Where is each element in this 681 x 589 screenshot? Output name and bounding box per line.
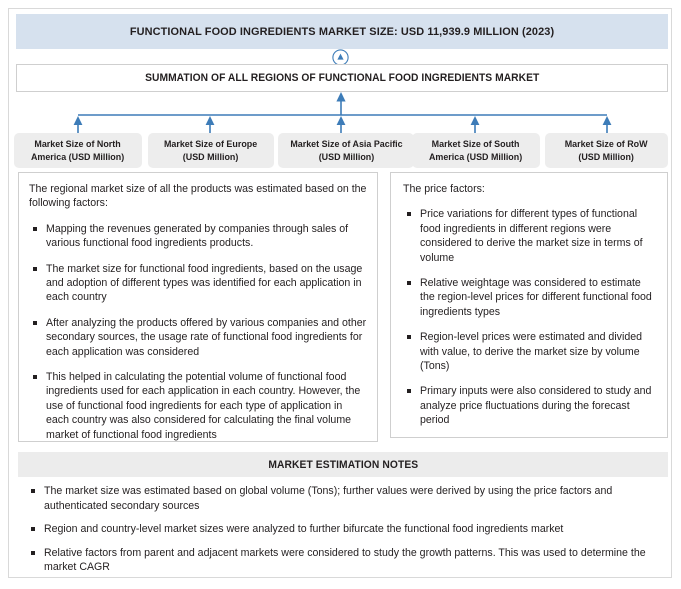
region-box-asia-pacific[interactable]: Market Size of Asia Pacific (USD Million… <box>278 133 414 168</box>
circle-up-arrow-icon <box>331 48 350 67</box>
region-box-south-america[interactable]: Market Size of South America (USD Millio… <box>412 133 540 168</box>
region-label-line-2: (USD Million) <box>183 151 239 162</box>
region-label-asia-pacific: Market Size of Asia Pacific (USD Million… <box>290 138 402 163</box>
price-panel-intro: The price factors: <box>403 183 485 195</box>
region-label-line-1: Market Size of RoW <box>565 139 648 149</box>
region-label-north-america: Market Size of North America (USD Millio… <box>31 138 124 163</box>
region-boxes-row: Market Size of North America (USD Millio… <box>14 133 668 168</box>
list-item: Relative weightage was considered to est… <box>403 276 657 319</box>
market-estimation-notes-body: The market size was estimated based on g… <box>18 477 668 575</box>
regional-panel-bullet-list: Mapping the revenues generated by compan… <box>29 222 367 442</box>
market-size-header-bar: FUNCTIONAL FOOD INGREDIENTS MARKET SIZE:… <box>16 14 668 49</box>
price-factors-panel: The price factors: Price variations for … <box>390 172 668 438</box>
regional-market-size-panel: The regional market size of all the prod… <box>18 172 378 442</box>
market-estimation-notes-header: MARKET ESTIMATION NOTES <box>18 452 668 477</box>
list-item: Relative factors from parent and adjacen… <box>22 546 654 575</box>
list-item: This helped in calculating the potential… <box>29 370 367 442</box>
region-box-north-america[interactable]: Market Size of North America (USD Millio… <box>14 133 142 168</box>
region-box-row[interactable]: Market Size of RoW (USD Million) <box>545 133 668 168</box>
summation-label: SUMMATION OF ALL REGIONS OF FUNCTIONAL F… <box>144 72 540 84</box>
region-label-line-1: Market Size of North <box>34 139 122 149</box>
list-item: Price variations for different types of … <box>403 207 657 265</box>
regional-panel-intro: The regional market size of all the prod… <box>29 183 367 210</box>
region-label-line-1: Market Size of Europe <box>164 139 258 149</box>
region-label-europe: Market Size of Europe (USD Million) <box>164 138 257 163</box>
page-title: FUNCTIONAL FOOD INGREDIENTS MARKET SIZE:… <box>129 25 555 38</box>
list-item: Region and country-level market sizes we… <box>22 522 654 537</box>
list-item: Primary inputs were also considered to s… <box>403 384 657 427</box>
list-item: Mapping the revenues generated by compan… <box>29 222 367 251</box>
list-item: After analyzing the products offered by … <box>29 316 367 359</box>
region-label-line-2: (USD Million) <box>318 151 374 162</box>
region-label-line-2: America (USD Million) <box>429 151 523 162</box>
list-item: The market size for functional food ingr… <box>29 262 367 305</box>
region-label-line-1: Market Size of Asia Pacific <box>289 139 403 149</box>
notes-bullet-list: The market size was estimated based on g… <box>22 484 654 575</box>
price-panel-bullet-list: Price variations for different types of … <box>403 207 657 427</box>
region-label-line-2: (USD Million) <box>578 151 635 162</box>
region-label-line-1: Market Size of South <box>432 139 520 149</box>
summation-box: SUMMATION OF ALL REGIONS OF FUNCTIONAL F… <box>16 64 668 92</box>
list-item: Region-level prices were estimated and d… <box>403 330 657 373</box>
region-label-row: Market Size of RoW (USD Million) <box>565 138 648 163</box>
region-label-south-america: Market Size of South America (USD Millio… <box>429 138 522 163</box>
list-item: The market size was estimated based on g… <box>22 484 654 513</box>
notes-title: MARKET ESTIMATION NOTES <box>268 458 418 471</box>
region-label-line-2: America (USD Million) <box>31 151 125 162</box>
region-box-europe[interactable]: Market Size of Europe (USD Million) <box>148 133 274 168</box>
